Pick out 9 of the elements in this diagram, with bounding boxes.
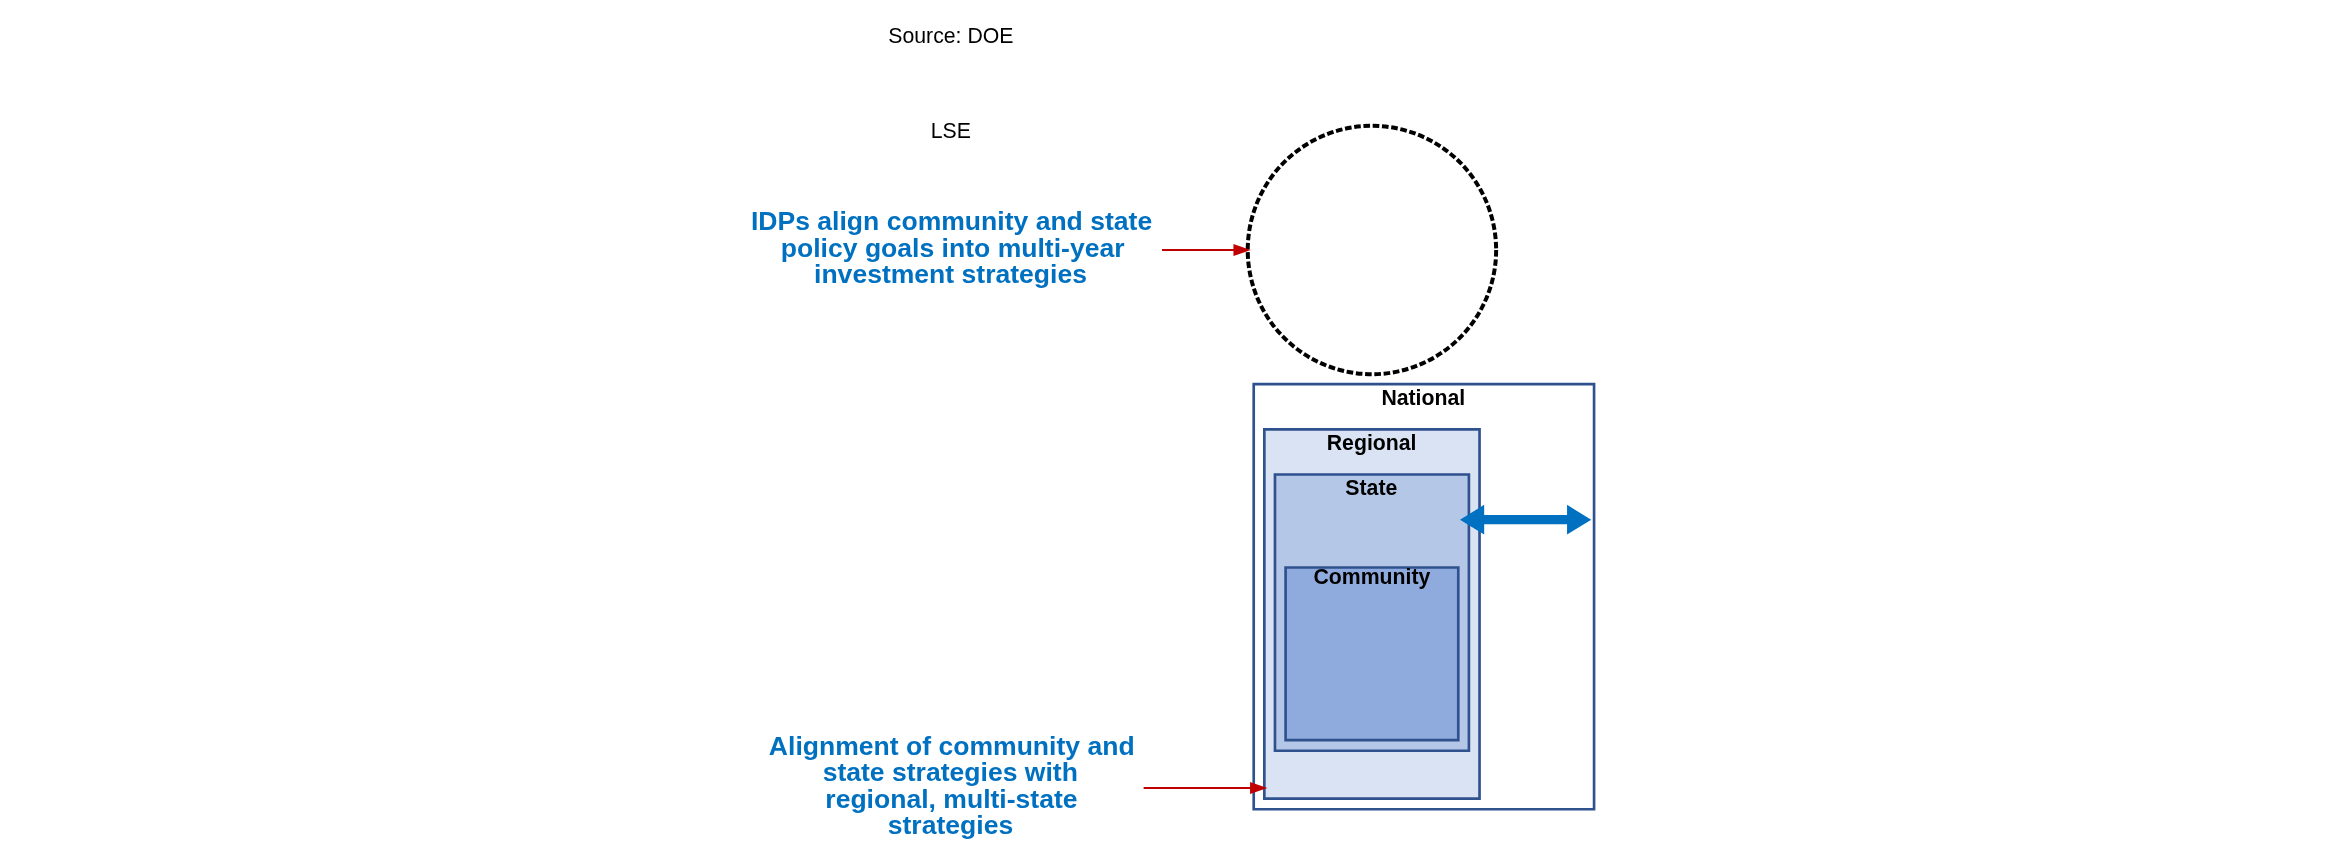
arrow <box>1459 504 1591 535</box>
label: Source: DOE <box>887 23 1013 48</box>
node-box: Community <box>1283 566 1460 742</box>
arrow <box>1142 781 1267 795</box>
node-circle <box>1245 123 1498 377</box>
node-text: Alignment of community and state strategies with regional, multi-state strategies <box>768 730 1135 841</box>
arrow <box>1160 243 1251 257</box>
label: LSE <box>930 119 971 144</box>
node-text: IDPs align community and state policy goals into multi-year investment strategies <box>750 206 1152 290</box>
